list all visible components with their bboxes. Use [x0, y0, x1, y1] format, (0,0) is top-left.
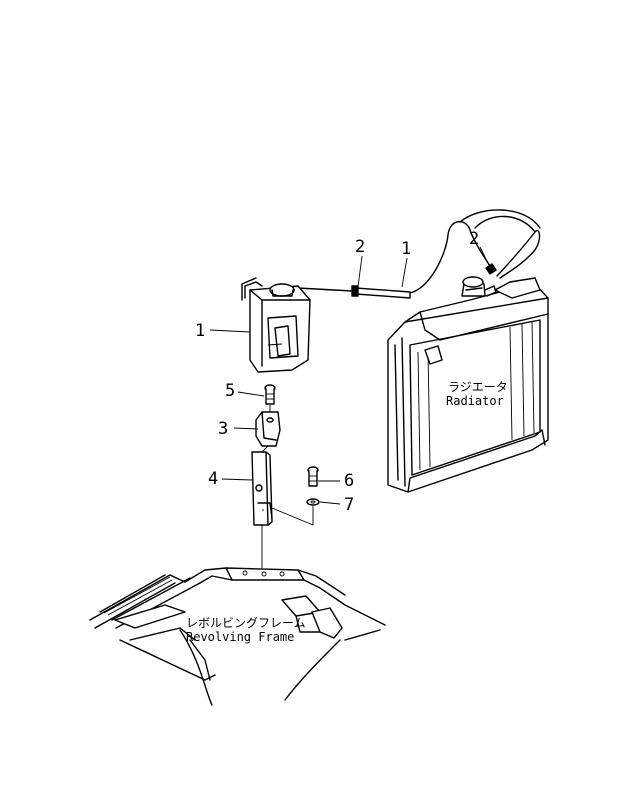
- callout-1-tank: 1: [195, 321, 205, 341]
- washer-7: [306, 498, 320, 506]
- frame-label-jp: レボルビングフレーム: [186, 616, 306, 630]
- bolt-5: [264, 384, 276, 405]
- radiator: [387, 276, 549, 493]
- bracket-3: [255, 411, 281, 447]
- radiator-label-en: Radiator: [446, 394, 504, 408]
- assembly-lines: [261, 405, 314, 568]
- frame-label-en: Revolving Frame: [186, 630, 294, 644]
- radiator-label-jp: ラジエータ: [448, 380, 508, 394]
- callout-4-stay: 4: [208, 469, 218, 489]
- callout-7-washer: 7: [344, 495, 354, 515]
- bolt-6: [307, 466, 319, 487]
- callout-2-radiator-clamp: 2: [469, 229, 479, 249]
- stay-4: [251, 451, 273, 526]
- callout-5-bolt: 5: [225, 381, 235, 401]
- callout-3-bracket: 3: [218, 419, 228, 439]
- overflow-hose: [297, 209, 541, 299]
- callout-1-hose: 1: [401, 239, 411, 259]
- callout-6-bolt: 6: [344, 471, 354, 491]
- revolving-frame: [89, 567, 386, 706]
- reserve-tank: [241, 277, 311, 373]
- callout-2-clamp: 2: [355, 237, 365, 257]
- callout-leaders: [209, 246, 490, 505]
